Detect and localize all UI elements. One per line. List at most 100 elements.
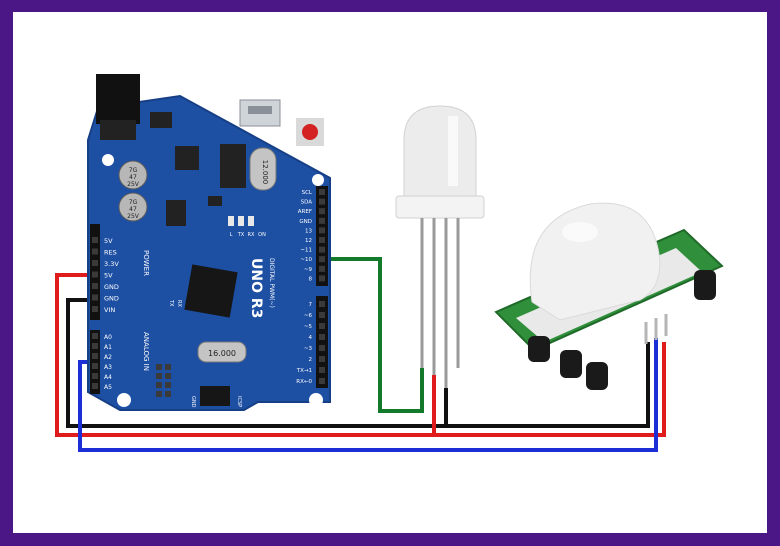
header-pin bbox=[156, 364, 162, 370]
dc-jack-base bbox=[100, 120, 136, 140]
crystal-12mhz bbox=[249, 147, 277, 191]
analog-header-title: ANALOG IN bbox=[142, 332, 150, 371]
header-pin bbox=[92, 260, 98, 266]
digital-pin-label: 8 bbox=[309, 276, 313, 282]
header-pin bbox=[319, 275, 325, 282]
mid-pin-block bbox=[156, 364, 171, 397]
digital-pin-label: ~11 bbox=[300, 248, 312, 254]
power-pin-label: 5V bbox=[104, 237, 113, 245]
smd-part bbox=[208, 196, 222, 206]
header-pin bbox=[92, 333, 98, 339]
analog-pin-label: A2 bbox=[104, 354, 112, 361]
header-pin bbox=[319, 198, 325, 205]
cap-label: 7G bbox=[129, 199, 138, 206]
digital-pin-label: 13 bbox=[305, 228, 312, 234]
pir-dome-highlight bbox=[562, 222, 598, 242]
digital-pin-label: 2 bbox=[309, 357, 313, 363]
header-pin bbox=[319, 265, 325, 272]
arduino-board-icon: 7G 47 25V 7G 47 25V 12.000 L TX RX ON 16… bbox=[87, 74, 331, 411]
header-pin bbox=[92, 343, 98, 349]
analog-pin-label: A4 bbox=[104, 374, 112, 381]
icsp-label: ICSP bbox=[236, 396, 242, 407]
power-pin-label: RES bbox=[104, 249, 117, 257]
header-pin bbox=[319, 256, 325, 263]
header-pin bbox=[156, 382, 162, 388]
power-header-title: POWER bbox=[142, 250, 150, 276]
header-pin bbox=[319, 217, 325, 224]
led-mark: ON bbox=[258, 232, 266, 238]
power-pin-label: 5V bbox=[104, 272, 113, 280]
usb-slot bbox=[248, 106, 272, 114]
header-pin bbox=[319, 246, 325, 253]
cap-label: 47 bbox=[129, 174, 137, 181]
header-pin bbox=[165, 373, 171, 379]
header-pin bbox=[92, 383, 98, 389]
digital-pin-label: ~3 bbox=[304, 346, 313, 352]
mcu-chip bbox=[184, 264, 238, 318]
analog-pin-label: A0 bbox=[104, 334, 112, 341]
header-pin bbox=[319, 334, 325, 340]
header-pin bbox=[319, 345, 325, 351]
analog-pin-label: A1 bbox=[104, 344, 112, 351]
capacitor bbox=[118, 192, 148, 222]
chip bbox=[166, 200, 186, 226]
wire-green bbox=[318, 257, 424, 413]
analog-pin-label: A5 bbox=[104, 384, 112, 391]
cap-label: 25V bbox=[127, 213, 140, 220]
small-pin-label: TX bbox=[168, 299, 174, 307]
led-mark: L bbox=[230, 232, 233, 238]
digital-pin-label: ~6 bbox=[304, 313, 313, 319]
indicator-led bbox=[238, 216, 244, 226]
led-rim bbox=[395, 195, 485, 219]
dc-jack bbox=[96, 74, 140, 124]
header-pin bbox=[92, 294, 98, 301]
header-pin bbox=[92, 306, 98, 312]
header-pin bbox=[165, 364, 171, 370]
reset-button-cap bbox=[302, 124, 318, 140]
mount-hole bbox=[309, 393, 323, 407]
header-pin bbox=[92, 353, 98, 359]
digital-pin-label: SCL bbox=[302, 190, 313, 196]
power-pin-label: 3.3V bbox=[104, 260, 119, 268]
led-highlight bbox=[448, 116, 458, 186]
led-mark: TX bbox=[237, 232, 245, 238]
indicator-led bbox=[248, 216, 254, 226]
indicator-led bbox=[228, 216, 234, 226]
digital-pin-label: SDA bbox=[301, 200, 313, 206]
capacitor bbox=[118, 160, 148, 190]
cap-label: 47 bbox=[129, 206, 137, 213]
digital-pin-label: TX→1 bbox=[296, 368, 312, 374]
header-pin bbox=[156, 391, 162, 397]
chip bbox=[175, 146, 199, 170]
icsp-header bbox=[200, 386, 230, 406]
header-pin bbox=[319, 367, 325, 373]
cap-label: 25V bbox=[127, 181, 140, 188]
gnd-label: GND bbox=[190, 396, 196, 408]
header-pin bbox=[92, 237, 98, 243]
header-pin bbox=[165, 382, 171, 388]
header-pin bbox=[319, 189, 325, 195]
header-pin bbox=[92, 271, 98, 278]
wire-blue bbox=[78, 338, 658, 452]
mount-hole bbox=[117, 393, 131, 407]
header-pin bbox=[92, 373, 98, 379]
digital-pin-label: GND bbox=[299, 219, 312, 225]
analog-pin-label: A3 bbox=[104, 364, 112, 371]
header-pin bbox=[319, 312, 325, 318]
power-pin-label: GND bbox=[104, 295, 119, 303]
header-pin bbox=[319, 378, 325, 384]
header-pin bbox=[165, 391, 171, 397]
small-pin-label: RX bbox=[176, 300, 182, 307]
header-pin bbox=[319, 301, 325, 307]
digital-pin-label: ~10 bbox=[300, 257, 312, 263]
pir-capacitor bbox=[560, 350, 582, 378]
header-pin bbox=[92, 363, 98, 369]
mount-hole bbox=[312, 174, 324, 186]
analog-header bbox=[90, 330, 100, 394]
pir-capacitor bbox=[528, 336, 550, 362]
digital-header-title: DIGITAL PWM(~) bbox=[268, 258, 275, 308]
wires bbox=[55, 257, 666, 452]
header-pin bbox=[92, 248, 98, 255]
